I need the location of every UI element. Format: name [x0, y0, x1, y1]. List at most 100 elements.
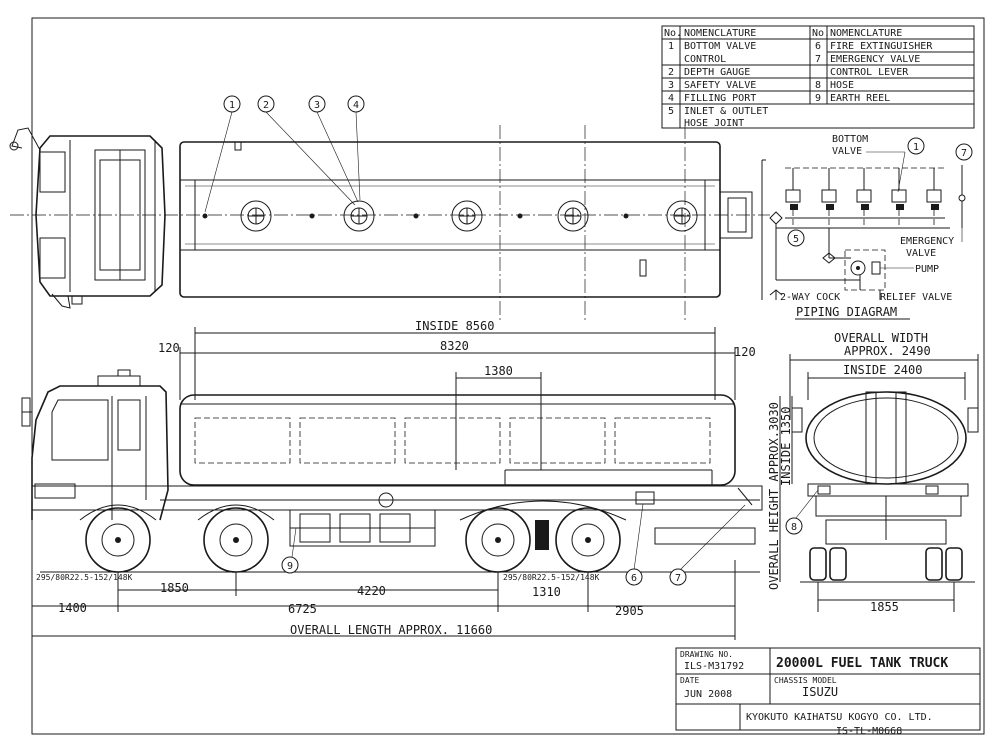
tire-label-rear: 295/80R22.5-152/148K: [503, 573, 600, 582]
bottom-valve-3: [856, 168, 872, 210]
tire-label-front: 295/80R22.5-152/148K: [36, 573, 133, 582]
side-view: INSIDE 8560 120 8320 120 1380: [21, 319, 763, 640]
item-4-name: FILLING PORT: [684, 93, 756, 104]
piping-diagram: BOTTOM VALVE EMERGENCY VALVE PUMP 2-WAY …: [761, 134, 966, 320]
wheel-rear-2: [555, 507, 621, 573]
bottom-valve-1: [785, 168, 801, 210]
dim-1400: 1400: [58, 601, 87, 615]
svg-text:4: 4: [353, 100, 359, 111]
inside-height-label: INSIDE 1350: [779, 407, 793, 486]
wheel-rear-1: [465, 507, 531, 573]
dim-right-120: 120: [734, 345, 756, 359]
dim-1380: 1380: [484, 364, 513, 378]
item-3-no: 3: [668, 80, 674, 91]
manhole-2: [343, 200, 375, 232]
dim-inside-8560: INSIDE 8560: [415, 319, 494, 333]
dim-6725: 6725: [288, 602, 317, 616]
item-5-no: 5: [668, 106, 674, 117]
emergency-valve-label-2: VALVE: [906, 248, 936, 259]
callout-5-piping: 5: [787, 229, 805, 247]
dim-4220: 4220: [357, 584, 386, 598]
dim-1310: 1310: [532, 585, 561, 599]
bottom-valve-label-2: VALVE: [832, 146, 862, 157]
svg-text:3: 3: [314, 100, 320, 111]
svg-text:1: 1: [913, 142, 919, 153]
emergency-valve-label: EMERGENCY: [900, 236, 954, 247]
pump-label: PUMP: [915, 264, 939, 275]
bottom-valve-label: BOTTOM: [832, 134, 868, 145]
callout-8-rear: 8: [785, 517, 803, 535]
nomenclature-no-header-2: No.: [812, 28, 830, 39]
two-way-cock-label: 2-WAY COCK: [780, 292, 840, 303]
svg-text:2: 2: [263, 100, 269, 111]
wheel-front-2: [203, 507, 269, 573]
callout-2-top: 2: [257, 95, 275, 113]
pump-box: [844, 249, 886, 291]
wheel-front-1: [85, 507, 151, 573]
callout-4-top: 4: [347, 95, 365, 113]
tank-side: [179, 394, 736, 486]
manhole-3: [451, 200, 483, 232]
item-1-name-2: CONTROL: [684, 54, 726, 65]
item-9-name: EARTH REEL: [830, 93, 890, 104]
inside-width-label: INSIDE 2400: [843, 363, 922, 377]
callout-3-top: 3: [308, 95, 326, 113]
svg-text:9: 9: [287, 561, 293, 572]
callout-1-piping: 1: [907, 137, 925, 155]
item-1-name: BOTTOM VALVE: [684, 41, 756, 52]
tank-top: [179, 141, 721, 298]
dim-left-120: 120: [158, 341, 180, 355]
nomenclature-table: No. NOMENCLATURE No. NOMENCLATURE 1 BOTT…: [661, 25, 975, 129]
overall-height-label: OVERALL HEIGHT APPROX.3030: [767, 402, 781, 590]
manhole-4: [557, 200, 589, 232]
sheet-border: [31, 17, 985, 735]
manhole-1: [240, 200, 272, 232]
relief-valve-label: RELIEF VALVE: [880, 292, 952, 303]
svg-text:6: 6: [631, 573, 637, 584]
manhole-5: [666, 200, 698, 232]
svg-text:5: 5: [793, 234, 799, 245]
bottom-valve-2: [821, 168, 837, 210]
nomenclature-name-header: NOMENCLATURE: [684, 28, 756, 39]
item-4-no: 4: [668, 93, 674, 104]
svg-text:7: 7: [675, 573, 681, 584]
callout-1-top: 1: [223, 95, 241, 113]
title-block: DRAWING NO. ILS-M31792 20000L FUEL TANK …: [675, 647, 981, 731]
item-7-no: 7: [815, 54, 821, 65]
svg-text:8: 8: [791, 522, 797, 533]
callout-7-piping: 7: [955, 143, 973, 161]
sheet-reference: IS-TL-M0668: [836, 726, 902, 736]
drawing-title: 20000L FUEL TANK TRUCK: [776, 656, 948, 671]
svg-text:7: 7: [961, 148, 967, 159]
top-view: [9, 111, 770, 320]
item-6-no: 6: [815, 41, 821, 52]
dim-2905: 2905: [615, 604, 644, 618]
item-2-name: DEPTH GAUGE: [684, 67, 750, 78]
dim-overall-length: OVERALL LENGTH APPROX. 11660: [290, 623, 492, 637]
date-label: DATE: [680, 676, 699, 685]
drawing-no-value: ILS-M31792: [684, 661, 744, 672]
bottom-valve-5: [926, 168, 942, 210]
item-6-name: FIRE EXTINGUISHER: [830, 41, 933, 52]
callout-6-side: 6: [625, 568, 643, 586]
item-3-name: SAFETY VALVE: [684, 80, 756, 91]
item-9-no: 9: [815, 93, 821, 104]
tank-rear: [805, 391, 967, 485]
company-name: KYOKUTO KAIHATSU KOGYO CO. LTD.: [746, 712, 933, 723]
item-8-name: HOSE: [830, 80, 854, 91]
item-7-name: EMERGENCY VALVE: [830, 54, 920, 65]
pump-symbol: [850, 260, 866, 276]
cab-top: [35, 135, 166, 297]
callout-9-side: 9: [281, 556, 299, 574]
item-5-name: INLET & OUTLET: [684, 106, 768, 117]
item-1-no: 1: [668, 41, 674, 52]
item-8-no: 8: [815, 80, 821, 91]
chassis-model-value: ISUZU: [802, 685, 838, 699]
dim-8320: 8320: [440, 339, 469, 353]
overall-width-value: APPROX. 2490: [844, 344, 931, 358]
cab-side: [31, 385, 169, 521]
rear-view: OVERALL WIDTH APPROX. 2490 INSIDE 2400: [767, 331, 979, 614]
callout-7-side: 7: [669, 568, 687, 586]
item-2-no: 2: [668, 67, 674, 78]
